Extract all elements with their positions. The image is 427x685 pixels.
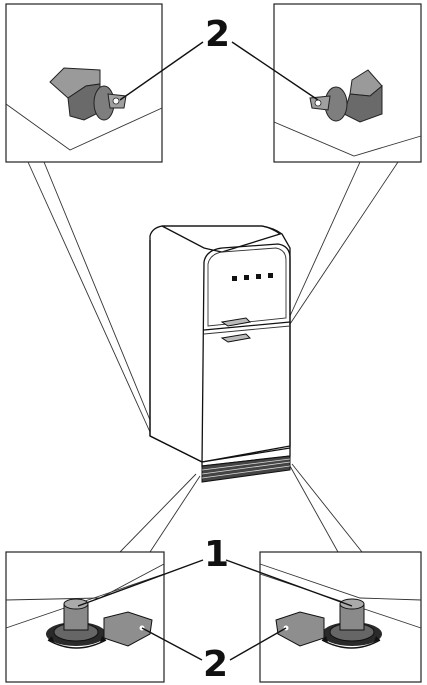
callout-label-top-2: 2 xyxy=(205,14,230,55)
bottom-left-detail-panel xyxy=(6,552,164,682)
control-buttons xyxy=(232,273,273,281)
callout-label-1: 1 xyxy=(204,534,229,575)
projection-lines-top xyxy=(28,162,398,432)
top-right-detail-panel xyxy=(274,4,421,162)
base-grille xyxy=(150,436,290,482)
projection-lines-bottom xyxy=(120,464,362,552)
callout-label-bottom-2: 2 xyxy=(203,644,228,685)
bottom-right-detail-panel xyxy=(260,552,421,682)
top-left-detail-panel xyxy=(6,4,162,162)
refrigerator xyxy=(150,226,290,482)
